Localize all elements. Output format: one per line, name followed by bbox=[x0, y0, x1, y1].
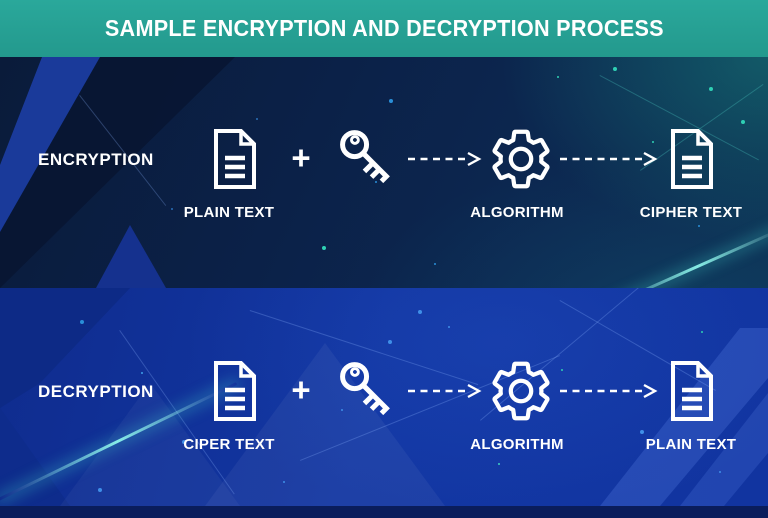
row-label-decryption: DECRYPTION bbox=[38, 382, 154, 401]
plus-sign: + bbox=[291, 371, 311, 408]
key-icon bbox=[331, 121, 405, 200]
output-document-label: CIPHER TEXT bbox=[639, 204, 743, 221]
row-label-encryption: ENCRYPTION bbox=[38, 150, 154, 169]
decryption-section-background bbox=[0, 288, 768, 506]
dashed-arrow-icon bbox=[559, 383, 659, 404]
plain-text-document-icon bbox=[211, 128, 259, 195]
encryption-section-background bbox=[0, 57, 768, 288]
title-banner: SAMPLE ENCRYPTION AND DECRYPTION PROCESS bbox=[0, 0, 768, 57]
cipher-text-document-icon bbox=[668, 128, 716, 195]
plus-sign: + bbox=[291, 139, 311, 176]
gear-icon bbox=[487, 125, 555, 198]
plain-text-document-icon bbox=[668, 360, 716, 427]
decor-dots bbox=[0, 57, 4, 61]
gear-icon bbox=[487, 357, 555, 430]
dashed-arrow-icon bbox=[407, 151, 483, 172]
algorithm-label: ALGORITHM bbox=[470, 204, 564, 221]
footer-strip bbox=[0, 506, 768, 518]
input-document-label: PLAIN TEXT bbox=[183, 204, 275, 221]
key-icon bbox=[331, 353, 405, 432]
decor-dots bbox=[0, 288, 4, 292]
dashed-arrow-icon bbox=[407, 383, 483, 404]
encryption-row: ENCRYPTION + bbox=[0, 128, 768, 238]
page-title: SAMPLE ENCRYPTION AND DECRYPTION PROCESS bbox=[104, 15, 664, 41]
cipher-text-document-icon bbox=[211, 360, 259, 427]
output-document-label: PLAIN TEXT bbox=[645, 436, 737, 453]
decryption-row: DECRYPTION + bbox=[0, 360, 768, 470]
dashed-arrow-icon bbox=[559, 151, 659, 172]
algorithm-label: ALGORITHM bbox=[470, 436, 564, 453]
input-document-label: CIPER TEXT bbox=[183, 436, 275, 453]
